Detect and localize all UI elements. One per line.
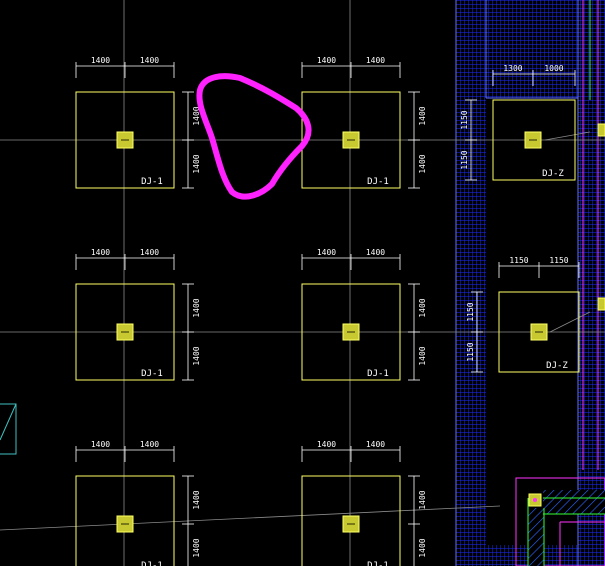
dimension-text-side-upper: 1400	[418, 490, 427, 509]
dimension-text-top-left: 1300	[503, 64, 522, 73]
dimension-text-side-upper: 1400	[192, 106, 201, 125]
dimension-text-top-right: 1400	[140, 56, 159, 65]
footing-label: DJ-Z	[546, 361, 568, 371]
wall-lines	[515, 0, 605, 566]
edge-columns	[528, 123, 605, 507]
dimension-text-side-upper: 1400	[418, 106, 427, 125]
dimension-text-side-upper: 1150	[460, 110, 469, 129]
footing-outline[interactable]	[301, 91, 401, 189]
dimension-top: 1400 1400	[301, 56, 401, 78]
dimension-text-top-right: 1400	[140, 440, 159, 449]
footing-outline[interactable]	[75, 475, 175, 566]
dimension-top: 1300 1000	[492, 64, 576, 86]
footing-outline[interactable]	[75, 283, 175, 381]
wall-hatch-bottom	[486, 545, 605, 566]
dimension-text-top-right: 1000	[544, 64, 563, 73]
wall-corner-inner-magenta	[559, 521, 605, 566]
footing-label: DJ-1	[141, 561, 163, 566]
wall-corner-diagonal-hatch-left	[528, 508, 544, 566]
footing-label: DJ-1	[367, 369, 389, 379]
dimension-text-side-upper: 1150	[466, 302, 475, 321]
dimension-text-top-right: 1400	[366, 440, 385, 449]
dimension-side: 1400 1400	[182, 283, 201, 381]
footing-outline[interactable]	[75, 91, 175, 189]
dimension-text-side-upper: 1400	[192, 298, 201, 317]
cyan-detail-left	[0, 403, 17, 455]
footing-label: DJ-Z	[542, 169, 564, 179]
edge-column-1	[597, 123, 605, 137]
footing-label: DJ-1	[367, 561, 389, 566]
dimension-text-top-left: 1400	[91, 56, 110, 65]
dimension-text-side-upper: 1400	[418, 298, 427, 317]
dimension-text-top-left: 1150	[509, 256, 528, 265]
wall-corner-green-lines	[527, 497, 605, 566]
wall-hatch-edges	[455, 0, 579, 566]
wall-line-magenta-right	[582, 0, 599, 470]
dimension-text-side-lower: 1150	[466, 342, 475, 361]
dimension-side: 1400 1400	[182, 91, 201, 189]
dimension-side: 1400 1400	[182, 475, 201, 566]
dimension-side: 1400 1400	[408, 91, 427, 189]
dimension-text-top-right: 1400	[366, 248, 385, 257]
footing-label: DJ-1	[367, 177, 389, 187]
dimension-text-top-left: 1400	[317, 440, 336, 449]
dimension-text-side-lower: 1400	[192, 346, 201, 365]
dimension-text-top-right: 1400	[366, 56, 385, 65]
dimension-text-side-lower: 1400	[418, 154, 427, 173]
axis-link-right-2	[549, 311, 591, 333]
dimension-top: 1150 1150	[498, 256, 580, 278]
corner-column-marker	[533, 498, 537, 502]
wall-hatch-vertical	[456, 0, 486, 566]
dimension-text-side-lower: 1400	[192, 538, 201, 557]
wall-corner-magenta	[515, 477, 605, 566]
dimension-text-side-lower: 1400	[418, 346, 427, 365]
dimension-top: 1400 1400	[75, 56, 175, 78]
dimension-text-side-upper: 1400	[192, 490, 201, 509]
dimension-side: 1400 1400	[408, 283, 427, 381]
edge-column-2	[597, 297, 605, 311]
dimension-text-top-left: 1400	[91, 440, 110, 449]
footing-outline[interactable]	[498, 291, 580, 373]
axis-horizontal-3	[0, 505, 501, 531]
dimension-text-top-right: 1400	[140, 248, 159, 257]
dimension-side: 1150 1150	[466, 291, 483, 373]
dimension-side: 1400 1400	[408, 475, 427, 566]
dimension-side: 1150 1150	[460, 99, 477, 181]
wall-hatch-right	[578, 0, 605, 566]
dimension-text-top-left: 1400	[91, 248, 110, 257]
dimension-top: 1400 1400	[75, 440, 175, 462]
dimension-top: 1400 1400	[75, 248, 175, 270]
dimension-top: 1400 1400	[301, 440, 401, 462]
footing-label: DJ-1	[141, 177, 163, 187]
wall-corner-diagonal-hatch-top	[543, 490, 605, 514]
axis-link-right-1	[544, 131, 591, 141]
dimension-text-side-lower: 1400	[192, 154, 201, 173]
footing-outline[interactable]	[301, 283, 401, 381]
dimension-text-top-left: 1400	[317, 56, 336, 65]
wall-hatch-top	[486, 0, 578, 98]
dimension-text-side-lower: 1150	[460, 150, 469, 169]
freehand-markup-annotation[interactable]	[196, 73, 312, 200]
dimension-text-side-lower: 1400	[418, 538, 427, 557]
footing-outline[interactable]	[301, 475, 401, 566]
dimension-text-top-right: 1150	[549, 256, 568, 265]
footing-label: DJ-1	[141, 369, 163, 379]
dimension-text-top-left: 1400	[317, 248, 336, 257]
dimension-top: 1400 1400	[301, 248, 401, 270]
footing-outline[interactable]	[492, 99, 576, 181]
